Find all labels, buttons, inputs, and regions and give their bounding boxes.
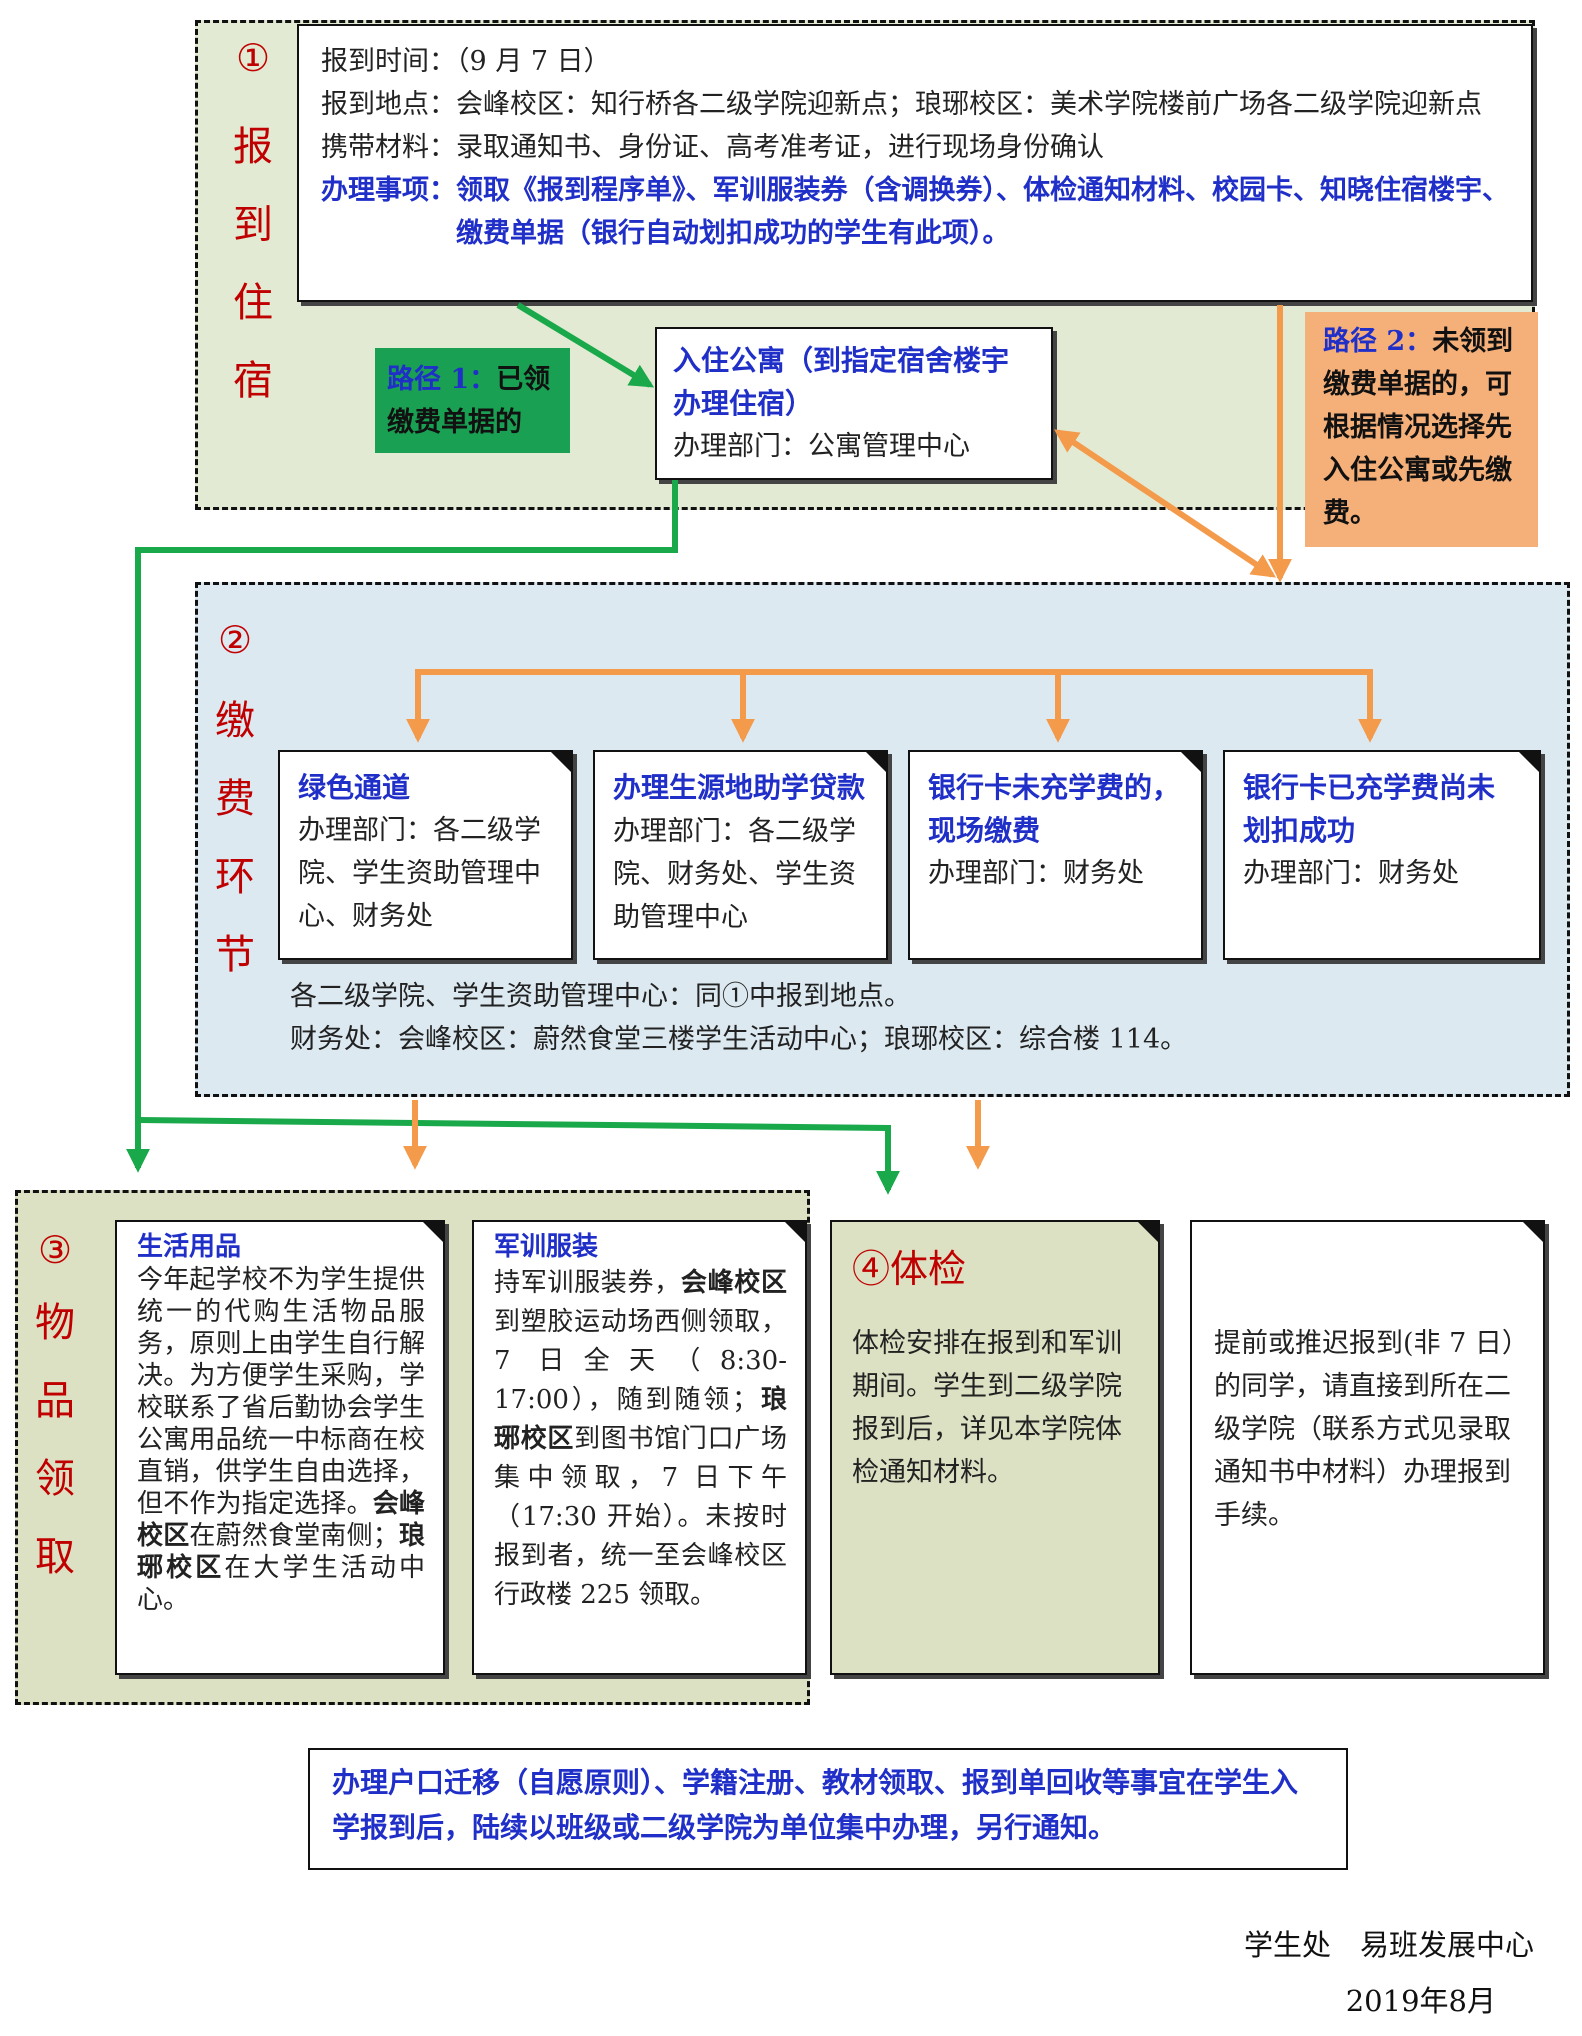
- early-late-box: 提前或推迟报到(非 7 日）的同学，请直接到所在二级学院（联系方式见录取通知书中…: [1190, 1220, 1545, 1675]
- footer-org: 学生处 易班发展中心: [1243, 1928, 1534, 1962]
- campus-huifeng: 会峰校区: [680, 1268, 787, 1298]
- report-time: 报到时间：（9 月 7 日）: [321, 40, 1511, 83]
- bottom-notice-text: 办理户口迁移（自愿原则）、学籍注册、教材领取、报到单回收等事宜在学生入学报到后，…: [332, 1766, 1299, 1844]
- section1-title-char: 报: [233, 124, 273, 170]
- materials-value: 录取通知书、身份证、高考准考证，进行现场身份确认: [456, 132, 1104, 163]
- tasks: 办理事项：领取《报到程序单》、军训服装券（含调换券）、体检通知材料、校园卡、知晓…: [321, 169, 1511, 255]
- materials-label: 携带材料：: [321, 132, 456, 163]
- campus-langya: 琅琊校区: [494, 1385, 787, 1454]
- option-body: 办理部门：财务处: [1243, 858, 1459, 889]
- section2-title: ② 缴 费 环 节: [210, 618, 260, 994]
- section1-title-char: 住: [233, 280, 273, 326]
- registration-info-box: 报到时间：（9 月 7 日） 报到地点：会峰校区：知行桥各二级学院迎新点；琅琊校…: [297, 24, 1533, 302]
- section3-title-char: 品: [35, 1378, 75, 1424]
- option-title: 绿色通道: [298, 771, 411, 804]
- daily-items-body: 今年起学校不为学生提供统一的代购生活物品服务，原则上由学生自行解决。为方便学生采…: [137, 1264, 425, 1616]
- dorm-checkin-box: 入住公寓（到指定宿舍楼宇办理住宿） 办理部门：公寓管理中心: [655, 327, 1053, 480]
- corner-fold-icon: [421, 1220, 445, 1244]
- daily-items-text: 今年起学校不为学生提供统一的代购生活物品服务，原则上由学生自行解决。为方便学生采…: [137, 1265, 425, 1519]
- option-title: 银行卡未充学费的，现场缴费: [928, 771, 1181, 847]
- physical-exam-box: ④体检 体检安排在报到和军训期间。学生到二级学院报到后，详见本学院体检通知材料。: [830, 1220, 1160, 1675]
- section2-number: ②: [217, 618, 253, 662]
- section2-title-char: 节: [215, 932, 255, 978]
- option-body: 办理部门：财务处: [928, 858, 1144, 889]
- path2-label-prefix: 路径 2：: [1323, 326, 1433, 357]
- materials: 携带材料：录取通知书、身份证、高考准考证，进行现场身份确认: [321, 126, 1511, 169]
- footer-date: 2019年8月: [1345, 1984, 1496, 2018]
- report-place: 报到地点：会峰校区：知行桥各二级学院迎新点；琅琊校区：美术学院楼前广场各二级学院…: [321, 83, 1511, 126]
- path2-label-text: 未领到缴费单据的，可根据情况选择先入住公寓或先缴费。: [1323, 326, 1514, 529]
- path1-label-prefix: 路径 1：: [387, 364, 497, 395]
- physical-exam-body: 体检安排在报到和军训期间。学生到二级学院报到后，详见本学院体检通知材料。: [852, 1328, 1122, 1488]
- section1-number: ①: [235, 36, 271, 80]
- section3-title-char: 领: [35, 1456, 75, 1502]
- section2-title-char: 费: [215, 776, 255, 822]
- bottom-notice: 办理户口迁移（自愿原则）、学籍注册、教材领取、报到单回收等事宜在学生入学报到后，…: [308, 1748, 1348, 1870]
- option-student-loan: 办理生源地助学贷款办理部门：各二级学院、财务处、学生资助管理中心: [593, 750, 888, 960]
- campus-huifeng: 会峰校区: [137, 1489, 425, 1551]
- corner-fold-icon: [1517, 750, 1541, 774]
- report-time-label: 报到时间：: [321, 46, 456, 77]
- report-place-label: 报到地点：: [321, 89, 456, 120]
- option-deduction-pending: 银行卡已充学费尚未划扣成功 办理部门：财务处: [1223, 750, 1541, 960]
- tasks-value: 领取《报到程序单》、军训服装券（含调换券）、体检通知材料、校园卡、知晓住宿楼宇、…: [456, 175, 1509, 249]
- section2-title-char: 缴: [215, 698, 255, 744]
- section1-title: ① 报 到 住 宿: [228, 36, 278, 420]
- dorm-dept: 办理部门：公寓管理中心: [673, 431, 970, 462]
- daily-items-text: 在蔚然食堂南侧；: [189, 1521, 399, 1551]
- report-time-value: （9 月 7 日）: [456, 46, 611, 77]
- section3-title-char: 物: [35, 1300, 75, 1346]
- corner-fold-icon: [864, 750, 888, 774]
- path1-label-text: 已领缴费单据的: [387, 364, 551, 438]
- arrow-to-physical-exam: [137, 1117, 900, 1195]
- uniform-box: 军训服装 持军训服装券，会峰校区到塑胶运动场西侧领取，7 日全天（8:30-17…: [472, 1220, 807, 1675]
- section2-title-char: 环: [215, 854, 255, 900]
- section1-title-char: 宿: [233, 358, 273, 404]
- option-title: 银行卡已充学费尚未划扣成功: [1243, 771, 1496, 847]
- uniform-title: 军训服装: [494, 1232, 599, 1262]
- daily-items-box: 生活用品 今年起学校不为学生提供统一的代购生活物品服务，原则上由学生自行解决。为…: [115, 1220, 445, 1675]
- section3-title: ③ 物 品 领 取: [30, 1228, 80, 1596]
- corner-fold-icon: [783, 1220, 807, 1244]
- option-green-channel: 绿色通道 办理部门：各二级学院、学生资助管理中心、财务处: [278, 750, 573, 960]
- report-place-value: 会峰校区：知行桥各二级学院迎新点；琅琊校区：美术学院楼前广场各二级学院迎新点: [456, 89, 1482, 120]
- uniform-text: 到塑胶运动场西侧领取，7 日全天（8:30-17:00），随到随领；: [494, 1307, 787, 1415]
- early-late-body: 提前或推迟报到(非 7 日）的同学，请直接到所在二级学院（联系方式见录取通知书中…: [1214, 1328, 1516, 1531]
- payment-note-2: 财务处：会峰校区：蔚然食堂三楼学生活动中心；琅琊校区：综合楼 114。: [290, 1024, 1188, 1055]
- tasks-label: 办理事项：: [321, 175, 456, 206]
- uniform-text: 到图书馆门口广场集中领取，7 日下午（17:30 开始）。未按时报到者，统一至会…: [494, 1424, 787, 1610]
- corner-fold-icon: [549, 750, 573, 774]
- option-body: 办理部门：各二级学院、财务处、学生资助管理中心: [613, 816, 856, 933]
- corner-fold-icon: [1521, 1220, 1545, 1244]
- campus-langya: 琅琊校区: [137, 1521, 425, 1583]
- corner-fold-icon: [1179, 750, 1203, 774]
- dorm-title: 入住公寓（到指定宿舍楼宇办理住宿）: [673, 344, 1010, 420]
- daily-items-text: 在大学生活动中心。: [137, 1553, 425, 1615]
- payment-note-1: 各二级学院、学生资助管理中心：同①中报到地点。: [290, 981, 911, 1012]
- section1-title-char: 到: [233, 202, 273, 248]
- daily-items-title: 生活用品: [137, 1232, 242, 1262]
- corner-fold-icon: [1136, 1220, 1160, 1244]
- uniform-body: 持军训服装券，会峰校区到塑胶运动场西侧领取，7 日全天（8:30-17:00），…: [494, 1264, 787, 1615]
- option-body: 办理部门：各二级学院、学生资助管理中心、财务处: [298, 815, 541, 932]
- section3-number: ③: [37, 1228, 73, 1272]
- physical-exam-title: ④体检: [852, 1247, 967, 1291]
- path2-label: 路径 2：未领到缴费单据的，可根据情况选择先入住公寓或先缴费。: [1305, 312, 1538, 547]
- uniform-text: 持军训服装券，: [494, 1268, 681, 1298]
- path1-label: 路径 1：已领缴费单据的: [375, 348, 570, 453]
- section3-title-char: 取: [35, 1534, 75, 1580]
- option-onsite-payment: 银行卡未充学费的，现场缴费 办理部门：财务处: [908, 750, 1203, 960]
- option-title: 办理生源地助学贷款: [613, 771, 866, 804]
